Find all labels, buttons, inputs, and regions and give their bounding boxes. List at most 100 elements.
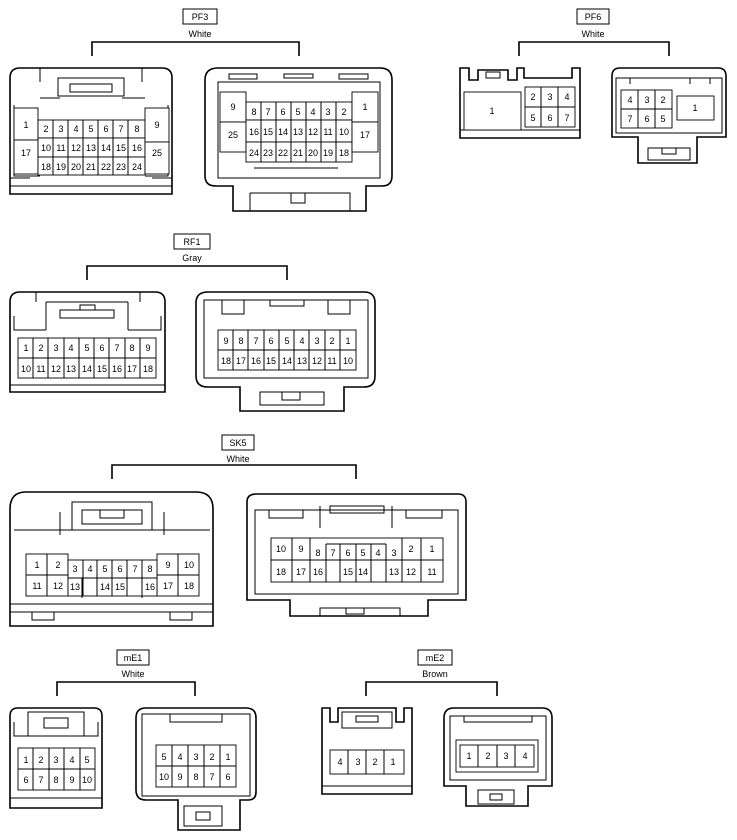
sk5-color-label: White (226, 454, 249, 464)
svg-text:8: 8 (147, 564, 152, 574)
svg-text:10: 10 (159, 772, 169, 782)
svg-text:4: 4 (375, 548, 380, 558)
svg-text:1: 1 (225, 752, 230, 762)
svg-text:4: 4 (564, 92, 569, 102)
pf3-id-box (182, 8, 218, 25)
svg-text:20: 20 (308, 148, 318, 158)
svg-text:1: 1 (345, 336, 350, 346)
svg-text:16: 16 (132, 143, 142, 153)
pf3-bracket (91, 41, 300, 56)
svg-text:6: 6 (345, 548, 350, 558)
svg-text:15: 15 (266, 356, 276, 366)
svg-text:1: 1 (362, 102, 367, 112)
svg-text:5: 5 (84, 755, 89, 765)
me2-right-connector: 1 2 3 4 (443, 707, 553, 807)
svg-text:1: 1 (429, 544, 434, 554)
svg-text:5: 5 (295, 107, 300, 117)
svg-text:11: 11 (56, 143, 65, 153)
me2-id-box (417, 649, 453, 666)
svg-text:14: 14 (282, 356, 292, 366)
svg-text:15: 15 (97, 364, 107, 374)
svg-text:1: 1 (692, 103, 697, 113)
svg-text:8: 8 (251, 107, 256, 117)
svg-text:12: 12 (308, 127, 318, 137)
svg-text:12: 12 (71, 143, 81, 153)
svg-text:16: 16 (249, 127, 259, 137)
svg-text:7: 7 (209, 772, 214, 782)
svg-text:4: 4 (68, 343, 73, 353)
svg-text:6: 6 (268, 336, 273, 346)
svg-text:18: 18 (339, 148, 349, 158)
rf1-bracket (86, 265, 288, 280)
svg-text:9: 9 (298, 544, 303, 554)
svg-text:10: 10 (276, 544, 286, 554)
svg-text:2: 2 (408, 544, 413, 554)
pf3-right-pins: 9 25 8 7 6 5 4 3 2 16 15 14 13 12 11 10 … (219, 91, 379, 163)
me1-right-connector: 5 4 3 2 1 10 9 8 7 6 (135, 707, 257, 831)
svg-text:6: 6 (225, 772, 230, 782)
svg-text:2: 2 (43, 124, 48, 134)
rf1-color-label: Gray (182, 253, 202, 263)
svg-text:3: 3 (391, 548, 396, 558)
svg-text:2: 2 (485, 751, 490, 761)
svg-text:3: 3 (355, 757, 360, 767)
svg-text:7: 7 (38, 775, 43, 785)
svg-text:3: 3 (53, 343, 58, 353)
me1-color-label: White (121, 669, 144, 679)
svg-text:7: 7 (564, 113, 569, 123)
svg-text:6: 6 (103, 124, 108, 134)
me1-bracket (56, 681, 196, 696)
svg-text:18: 18 (276, 567, 286, 577)
svg-text:3: 3 (193, 752, 198, 762)
svg-text:3: 3 (58, 124, 63, 134)
sk5-id-box (221, 434, 255, 451)
svg-text:10: 10 (41, 143, 51, 153)
svg-text:7: 7 (627, 114, 632, 124)
svg-text:10: 10 (82, 775, 92, 785)
svg-text:10: 10 (21, 364, 31, 374)
svg-text:5: 5 (161, 752, 166, 762)
connector-group-rf1: RF1 Gray 1 2 3 4 5 6 7 8 9 10 11 12 13 1… (9, 233, 376, 412)
pf3-left-pins: 1 17 2 3 4 5 6 7 8 10 11 12 13 14 15 16 … (13, 107, 170, 176)
pf6-id-box (576, 8, 610, 25)
svg-text:18: 18 (221, 356, 231, 366)
svg-text:3: 3 (547, 92, 552, 102)
svg-text:17: 17 (296, 567, 306, 577)
svg-text:11: 11 (36, 364, 45, 374)
svg-text:1: 1 (23, 343, 28, 353)
svg-text:16: 16 (251, 356, 261, 366)
sk5-right-connector: 10 9 8 7 6 5 4 3 2 1 18 17 16 15 14 13 1… (246, 493, 467, 617)
svg-text:5: 5 (284, 336, 289, 346)
rf1-right-connector: 9 8 7 6 5 4 3 2 1 18 17 16 15 14 13 12 1… (195, 291, 376, 412)
rf1-id-box (173, 233, 211, 250)
svg-text:1: 1 (390, 757, 395, 767)
pf6-id-label: PF6 (585, 12, 602, 22)
svg-text:9: 9 (177, 772, 182, 782)
svg-text:3: 3 (314, 336, 319, 346)
svg-text:5: 5 (660, 114, 665, 124)
svg-text:9: 9 (154, 120, 159, 130)
sk5-left-connector: 1 2 3 4 5 6 7 8 9 10 11 12 13 14 15 16 1… (9, 491, 214, 627)
svg-text:18: 18 (143, 364, 153, 374)
svg-text:16: 16 (145, 582, 155, 592)
pf6-left-connector: 1 2 3 4 5 6 7 (459, 67, 581, 139)
svg-text:5: 5 (360, 548, 365, 558)
svg-text:1: 1 (34, 560, 39, 570)
svg-text:25: 25 (152, 148, 162, 158)
svg-text:6: 6 (117, 564, 122, 574)
svg-text:14: 14 (358, 567, 368, 577)
svg-text:3: 3 (53, 755, 58, 765)
svg-text:8: 8 (315, 548, 320, 558)
svg-text:16: 16 (112, 364, 122, 374)
svg-text:9: 9 (223, 336, 228, 346)
svg-text:3: 3 (325, 107, 330, 117)
svg-text:8: 8 (129, 343, 134, 353)
me2-color-label: Brown (422, 669, 448, 679)
connector-group-me1: mE1 White 1 2 3 4 5 6 7 8 9 10 (9, 649, 257, 831)
svg-text:8: 8 (53, 775, 58, 785)
svg-text:4: 4 (177, 752, 182, 762)
svg-text:17: 17 (236, 356, 246, 366)
svg-text:13: 13 (86, 143, 96, 153)
svg-text:20: 20 (71, 162, 81, 172)
